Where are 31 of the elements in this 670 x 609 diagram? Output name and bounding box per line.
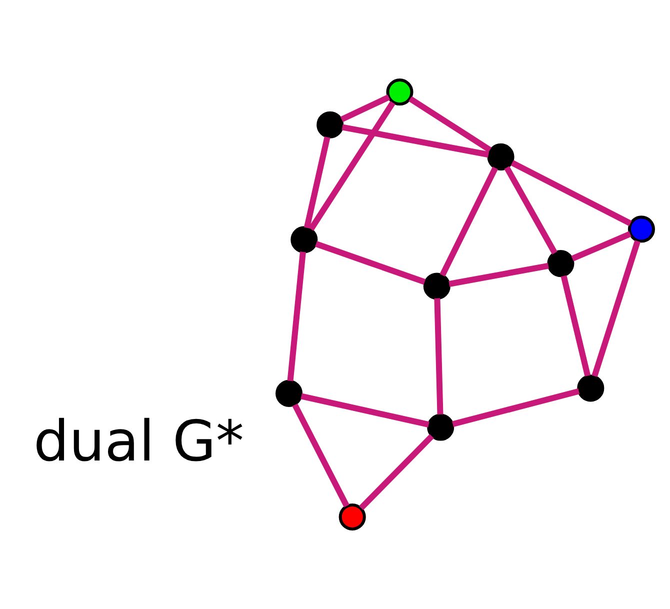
connector — [315, 241, 426, 285]
node-circle — [290, 226, 318, 254]
connector — [292, 403, 350, 508]
node-circle — [487, 143, 514, 170]
connector — [287, 251, 306, 382]
node-circle — [316, 111, 344, 138]
connector — [448, 262, 549, 287]
label: dual G* — [34, 410, 244, 475]
connector — [434, 298, 444, 415]
connector — [304, 136, 330, 229]
connector — [340, 94, 390, 122]
connector — [592, 240, 640, 378]
connector — [300, 393, 430, 428]
connector — [408, 96, 492, 153]
node-circle — [386, 78, 414, 106]
node-circle — [547, 250, 574, 278]
connector — [560, 275, 591, 377]
connector — [308, 101, 396, 231]
node-circle — [423, 272, 450, 300]
connector — [342, 124, 490, 158]
connector — [452, 388, 580, 428]
connector — [440, 166, 498, 277]
connector — [571, 231, 632, 262]
connector — [358, 434, 434, 510]
node-circle — [577, 374, 604, 402]
node-circle — [427, 414, 454, 441]
connector — [510, 160, 632, 226]
node-circle — [628, 216, 655, 243]
connector — [504, 166, 558, 254]
node-circle — [276, 380, 303, 407]
node-circle — [338, 503, 366, 530]
